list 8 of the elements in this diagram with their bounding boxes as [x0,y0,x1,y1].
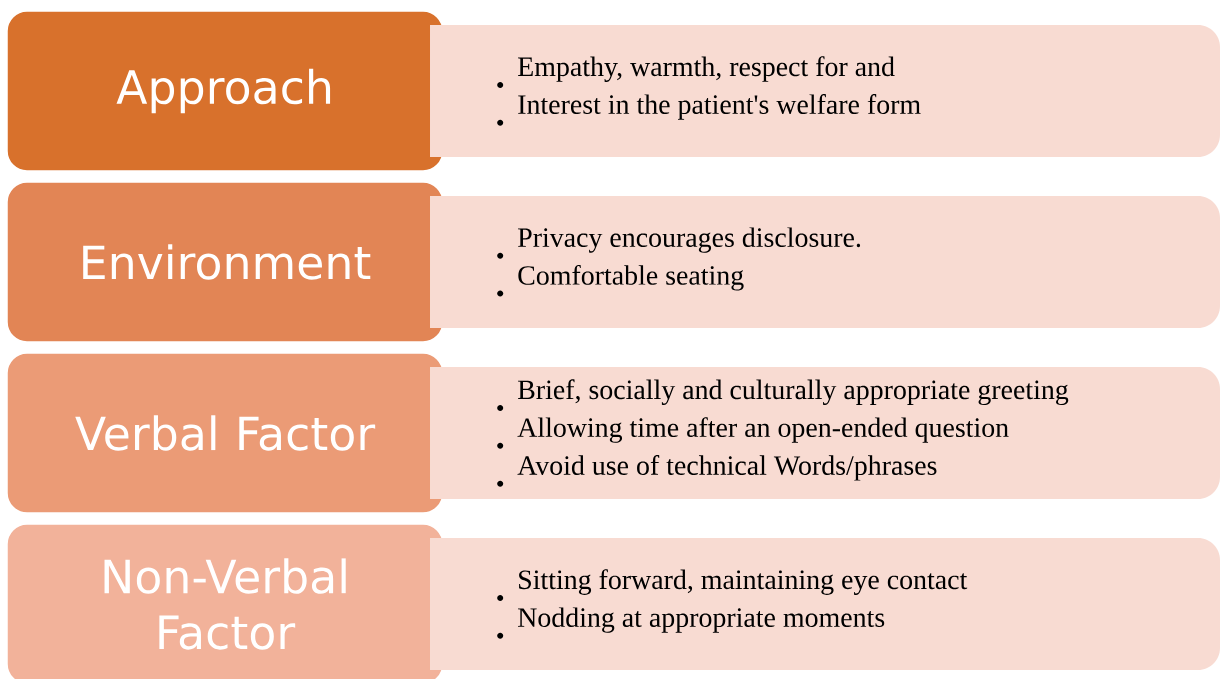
detail-box: Brief, socially and culturally appropriate greeting Allowing time after an open-ended question Avoid use of technical Words/phrases [430,367,1220,499]
heading-box: Non-Verbal Factor [6,523,444,679]
detail-box: Privacy encourages disclosure. Comfortable seating [430,196,1220,328]
detail-box: Empathy, warmth, respect for and Interest in the patient's welfare form [430,25,1220,157]
heading-box: Environment [6,181,444,343]
heading-box: Approach [6,10,444,172]
detail-box: Sitting forward, maintaining eye contact Nodding at appropriate moments [430,538,1220,670]
heading-box: Verbal Factor [6,352,444,514]
